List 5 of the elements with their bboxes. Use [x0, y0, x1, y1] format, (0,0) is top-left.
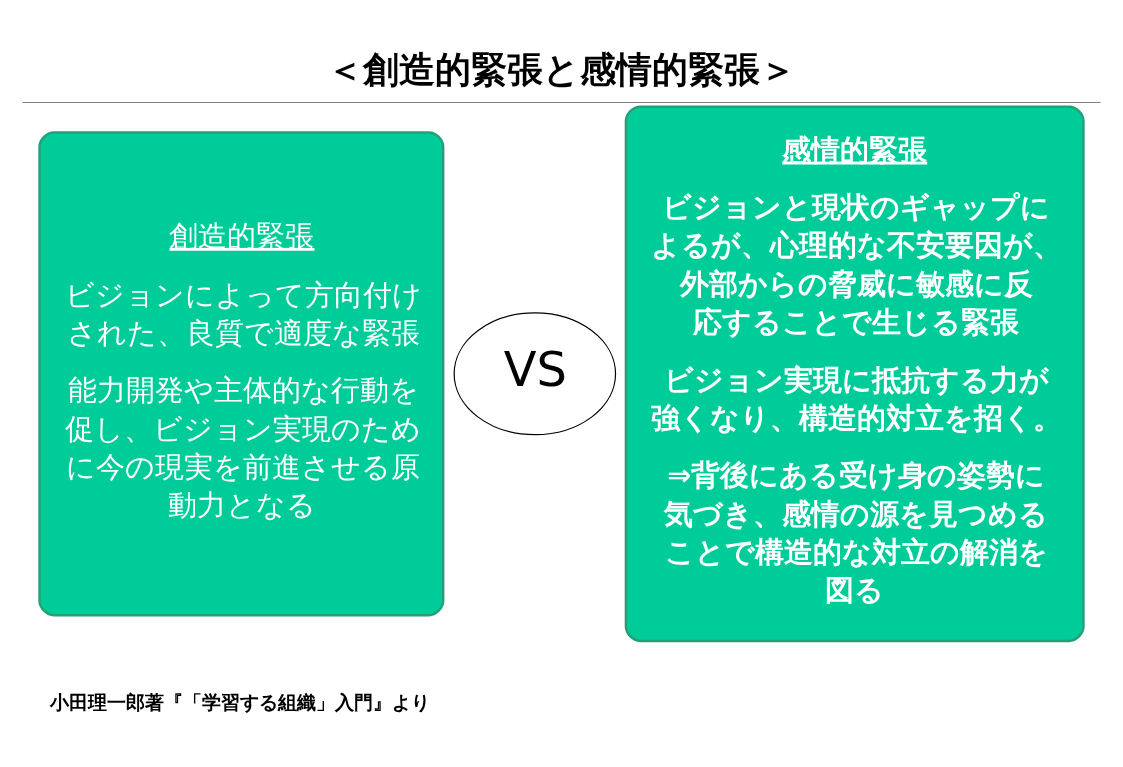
node-box: 創造的緊張 ビジョンによって方向付けされた、良質で適度な緊張 能力開発や主体的な行動を促し、ビジョン実現のために今の現実を前進させる原動力となる: [38, 130, 445, 616]
caption: 小田理一郎著『「学習する組織」入門』より: [50, 690, 431, 714]
diagram-title: ＜創造的緊張と感情的緊張＞: [327, 48, 797, 90]
node-box: 感情的緊張 ビジョンと現状のギャップによるが、心理的な不安要因が、外部からの脅威に敏感に反応することで生じる緊張 ビジョン実現に抵抗する力が強くなり、構造的対立を招く。 ⇒背後にある受け身の姿勢に気づき、感情の源を見つめることで構造的な対立の解消を図る: [624, 105, 1085, 642]
node-ellipse: VS: [453, 311, 617, 435]
